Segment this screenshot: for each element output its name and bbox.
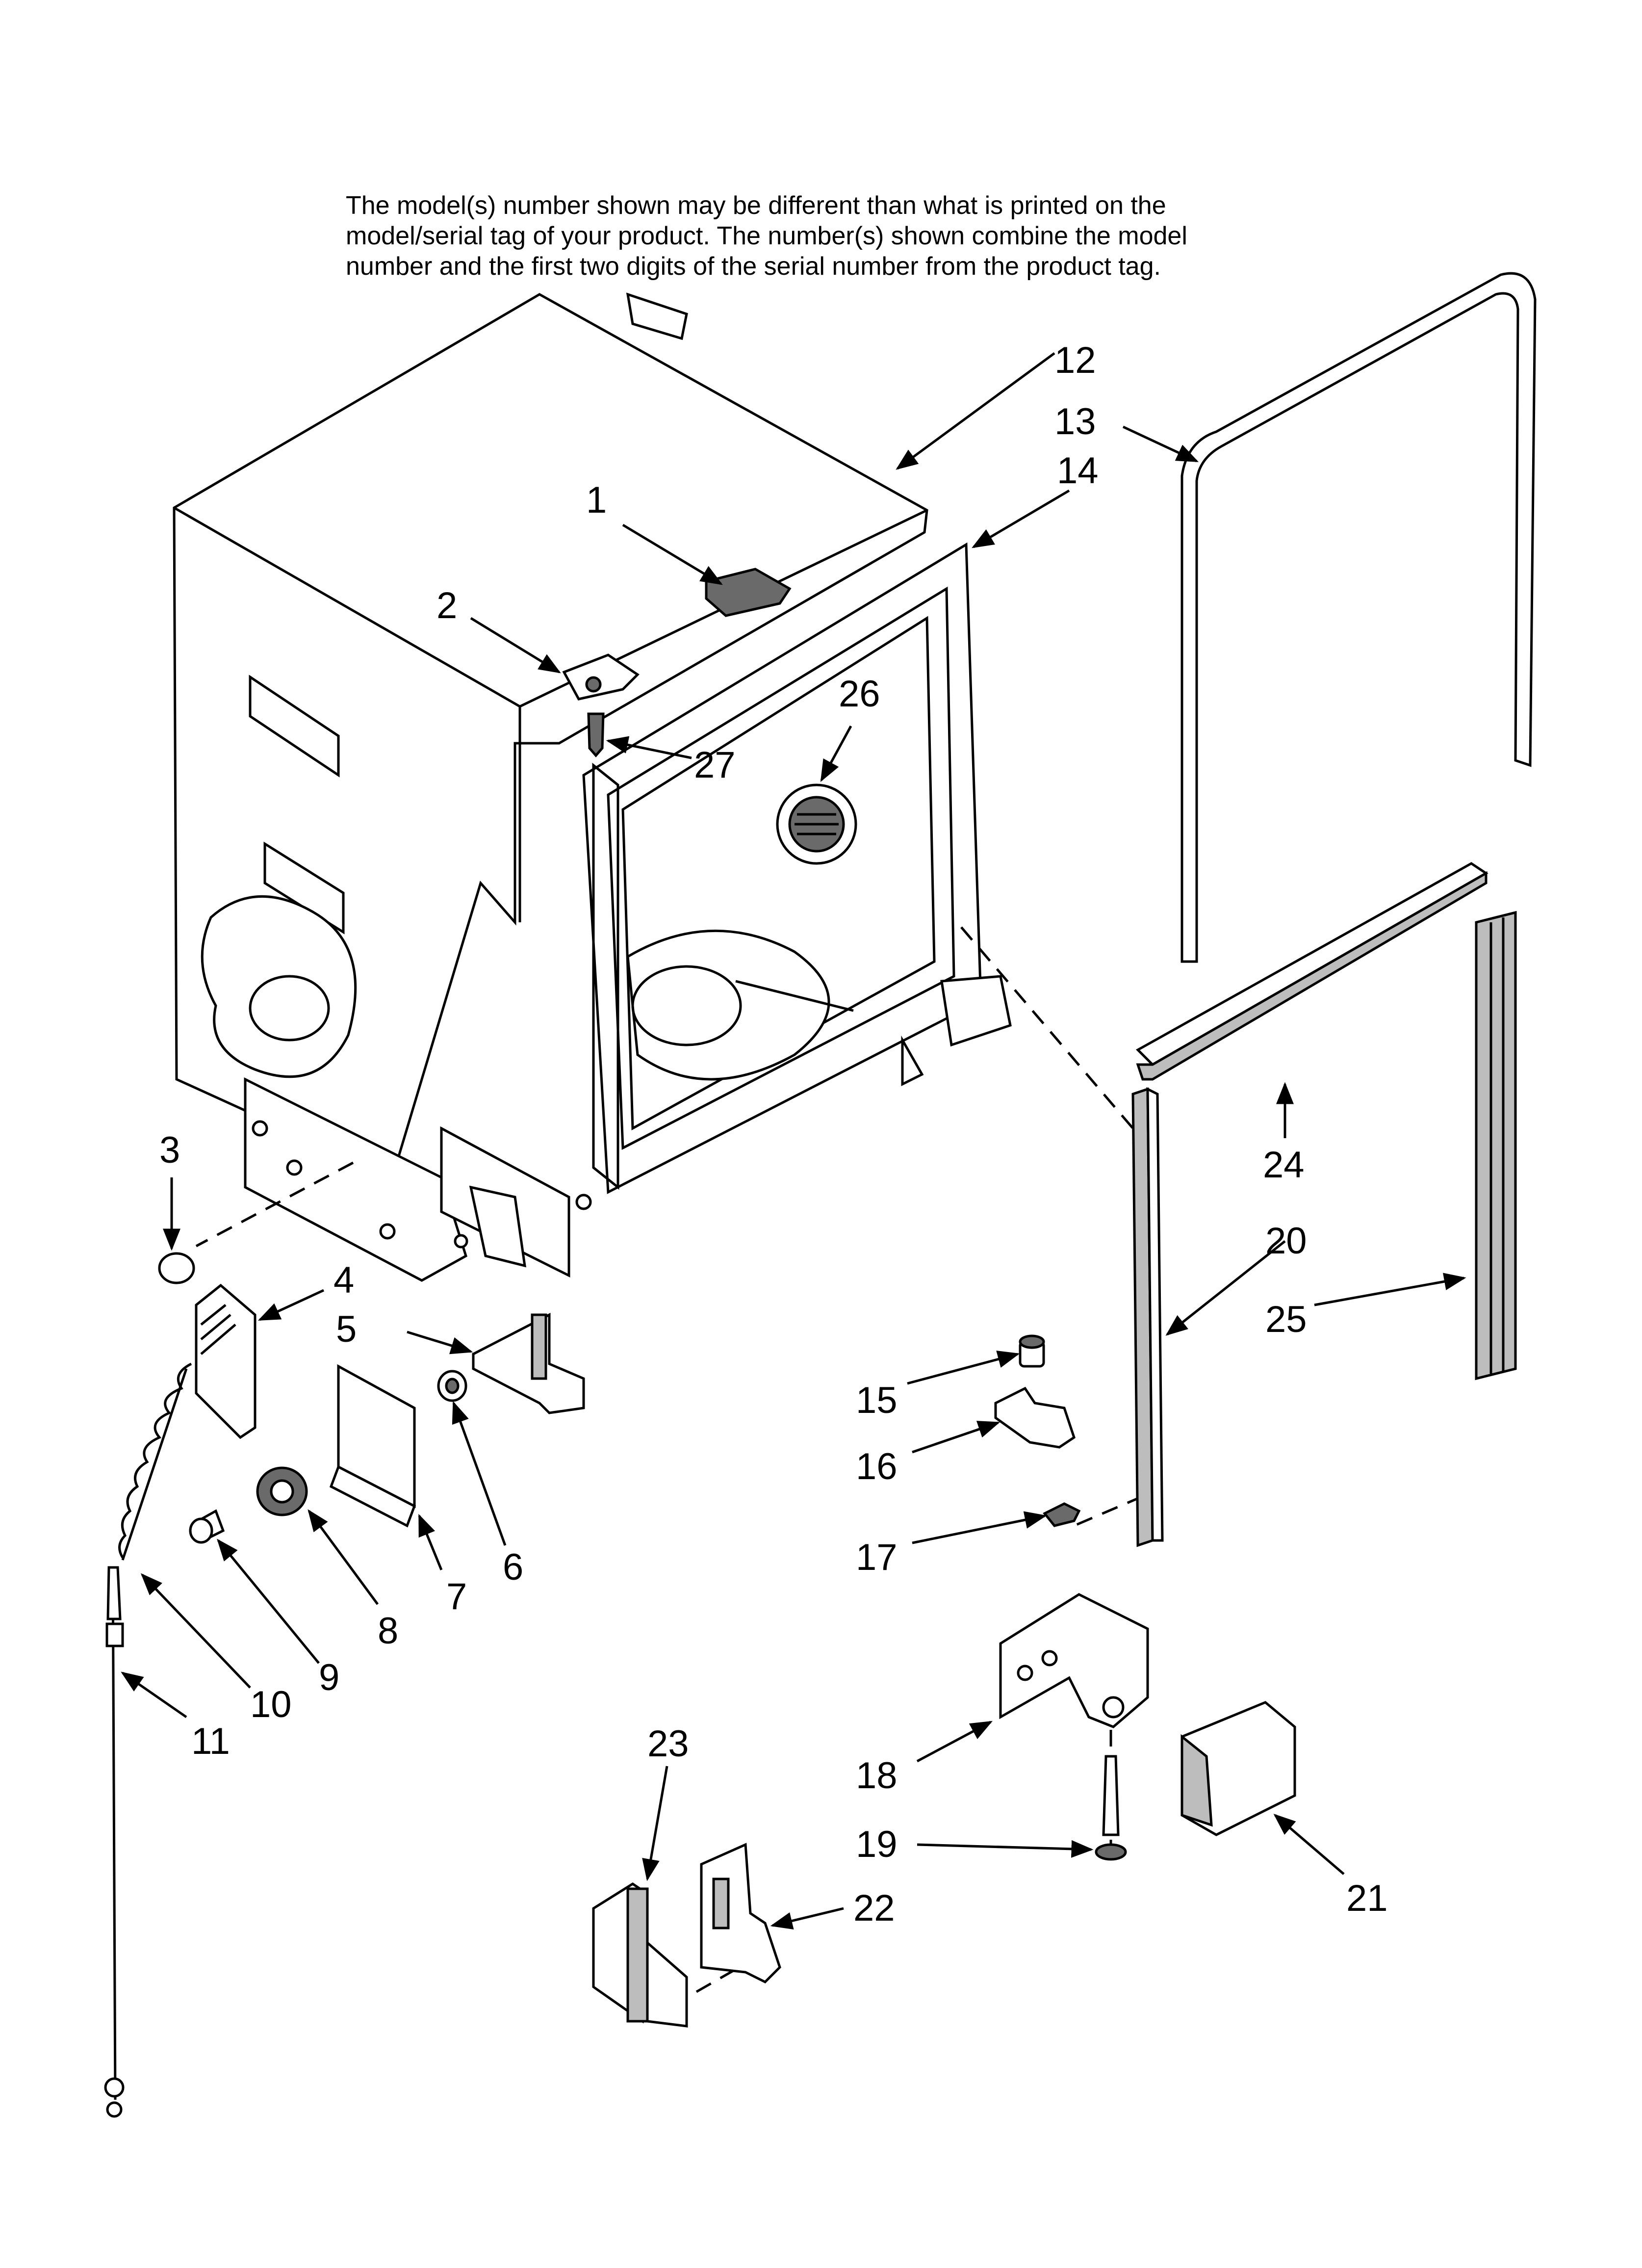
callout-9: 9 [319,1657,339,1698]
callout-13: 13 [1054,401,1096,443]
callout-2: 2 [436,585,457,626]
tub-insulation-blanket [173,292,928,1179]
part-26-vent [776,783,857,865]
part-24-strip [1135,862,1488,1081]
part-5-bracket [472,1312,585,1414]
callout-5: 5 [336,1308,357,1350]
callout-12: 12 [1054,339,1096,381]
callout-21: 21 [1346,1877,1388,1919]
part-10-spring [118,1362,192,1561]
part-7-plate [329,1364,416,1528]
callout-16: 16 [856,1446,898,1487]
part-18-hinge-bracket [999,1593,1149,1728]
note-line: model/serial tag of your product. The nu… [346,222,1187,250]
callout-7: 7 [446,1576,467,1617]
callout-6: 6 [503,1546,523,1588]
part-15-bumper [1019,1334,1045,1368]
callout-20: 20 [1265,1220,1307,1262]
callout-3: 3 [159,1129,180,1171]
alignment-line [195,1161,354,1248]
callout-24: 24 [1263,1144,1305,1186]
callout-15: 15 [856,1380,898,1421]
note-line: The model(s) number shown may be differe… [346,191,1166,220]
part-21-cover [1180,1701,1296,1836]
part-2-bracket [562,653,640,701]
dishwasher-tub [244,542,1012,1282]
note-line: number and the first two digits of the s… [346,252,1161,281]
part-25-strip [1475,911,1517,1381]
part-13-door-gasket [1180,272,1537,963]
part-3-plug [158,1252,195,1284]
part-19-bolt [1095,1755,1127,1861]
part-27-screw [587,712,605,757]
part-6-nut [437,1370,467,1402]
callout-17: 17 [856,1537,898,1578]
callout-19: 19 [856,1824,898,1865]
callout-27: 27 [694,744,736,786]
part-1-bracket [705,568,792,617]
leader-lines [121,352,1466,1929]
part-4-hinge-plate [195,1283,257,1439]
part-22-bracket [700,1843,781,1984]
callout-18: 18 [856,1755,898,1797]
part-20-strip [1131,1087,1164,1547]
part-23-panel [592,1882,688,2028]
callout-23: 23 [647,1723,689,1765]
callout-26: 26 [839,673,880,715]
callout-25: 25 [1265,1299,1307,1340]
part-8-wheel [256,1466,308,1516]
model-number-note: The model(s) number shown may be differe… [346,190,1376,282]
callout-4: 4 [334,1259,354,1301]
callout-1: 1 [586,479,607,521]
alignment-line [960,926,1134,1129]
callout-8: 8 [378,1610,398,1652]
part-16-clip [994,1386,1076,1449]
part-17-screw [1043,1502,1081,1527]
callout-labels: 12 13 14 1 2 26 27 3 4 5 6 7 8 9 10 11 2… [159,339,1388,1929]
alignment-line [1074,1495,1143,1527]
callout-14: 14 [1057,450,1099,492]
callout-22: 22 [853,1887,895,1929]
callout-11: 11 [191,1721,230,1762]
part-11-cable [104,1566,125,2118]
part-9-pin [189,1509,225,1544]
callout-10: 10 [250,1684,292,1725]
